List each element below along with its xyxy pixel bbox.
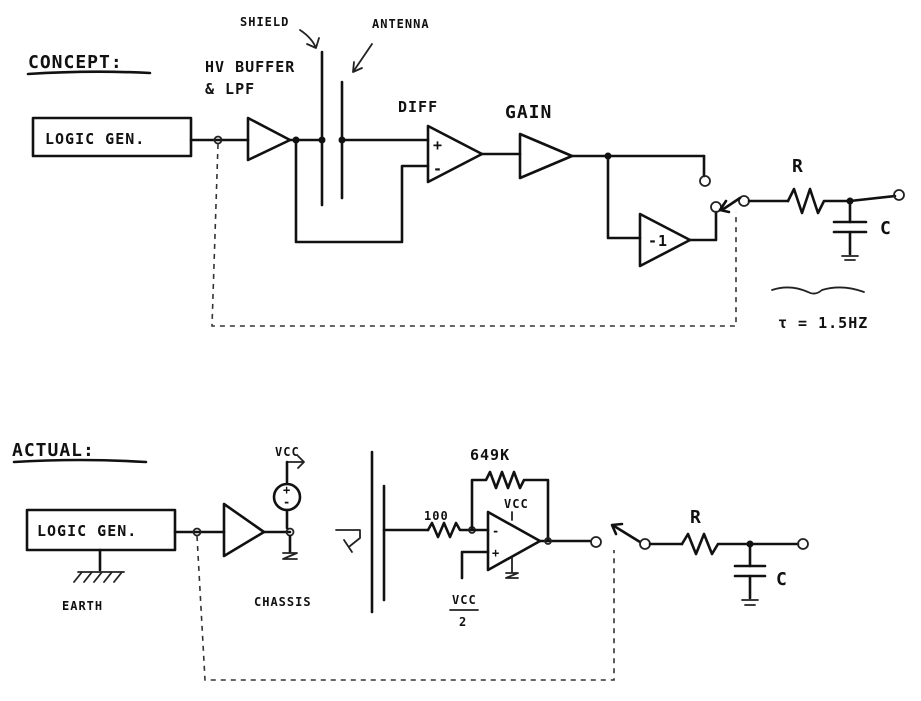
- switch-lever: [610, 522, 642, 544]
- shield-arrow: [299, 29, 320, 49]
- opamp-vcc-label: VCC: [504, 497, 529, 511]
- opamp: [486, 510, 542, 572]
- shield-label: SHIELD: [240, 15, 289, 29]
- source-minus: -: [283, 495, 291, 509]
- concept-c-label: C: [880, 218, 892, 239]
- lpf-label: & LPF: [205, 80, 255, 98]
- opamp-ground-icon: [505, 572, 519, 579]
- gain-amp: [518, 132, 574, 180]
- switch-lever: [718, 196, 742, 214]
- sync-dashed-line: [211, 143, 737, 327]
- inverter-amp: [638, 212, 692, 268]
- opamp-minus: -: [492, 524, 500, 538]
- brace: [771, 286, 865, 295]
- antenna-label: ANTENNA: [372, 17, 430, 31]
- vcc-arrow-icon: [286, 455, 305, 469]
- chassis-ground-icon: [282, 552, 298, 560]
- chassis-connection: [335, 529, 361, 553]
- concept-logic-gen-box: [31, 116, 193, 158]
- actual-r-label: R: [690, 507, 702, 528]
- concept-heading-underline: [26, 70, 152, 76]
- wire: [606, 154, 642, 240]
- node: [213, 135, 223, 145]
- r-input-label: 100: [424, 509, 449, 523]
- earth-ground-icon: [73, 571, 125, 583]
- node: [544, 537, 552, 545]
- r-feedback-label: 649K: [470, 446, 510, 464]
- ground-icon: [741, 599, 759, 606]
- diff-plus: +: [433, 136, 443, 154]
- hv-buffer-label: HV BUFFER: [205, 58, 295, 76]
- chassis-label: CHASSIS: [254, 595, 312, 609]
- vcc-label: VCC: [275, 445, 300, 459]
- node: [338, 136, 346, 144]
- actual-section: ACTUAL: LOGIC GEN. EARTH VCC + - CHASSIS…: [12, 440, 809, 681]
- wire: [688, 210, 718, 242]
- actual-c-label: C: [776, 569, 788, 590]
- opamp-plus: +: [492, 546, 500, 560]
- output-terminal: [893, 189, 905, 201]
- switch-pivot: [639, 538, 651, 550]
- actual-buffer-amp: [222, 502, 266, 558]
- gain-label: GAIN: [505, 102, 552, 123]
- wire: [848, 194, 897, 203]
- actual-heading-underline: [12, 458, 148, 464]
- switch-contact: [699, 175, 711, 187]
- diff-amp: [426, 124, 484, 184]
- concept-logic-gen-label: LOGIC GEN.: [45, 130, 145, 148]
- hv-buffer-amp: [246, 116, 292, 162]
- actual-logic-gen-label: LOGIC GEN.: [37, 522, 137, 540]
- concept-section: CONCEPT: LOGIC GEN. HV BUFFER & LPF SHIE…: [26, 15, 905, 332]
- earth-label: EARTH: [62, 599, 103, 613]
- vcc-half-den: 2: [459, 615, 467, 629]
- antenna-arrow: [352, 43, 373, 73]
- switch-contact: [590, 536, 602, 548]
- concept-r-label: R: [792, 156, 804, 177]
- diff-label: DIFF: [398, 98, 438, 116]
- actual-resistor: [680, 532, 752, 556]
- concept-resistor: [786, 187, 852, 215]
- shield-feedback-wire: [294, 138, 430, 244]
- input-resistor: [426, 521, 474, 539]
- actual-heading: ACTUAL:: [12, 440, 95, 461]
- concept-heading: CONCEPT:: [28, 52, 123, 73]
- output-terminal: [797, 538, 809, 550]
- source-plus: +: [283, 483, 291, 497]
- tau-label: τ = 1.5HZ: [778, 314, 868, 332]
- inverter-label: -1: [648, 232, 668, 250]
- wire: [460, 550, 490, 580]
- feedback-resistor: [470, 470, 550, 543]
- vcc-half-num: VCC: [452, 593, 477, 607]
- diff-minus: -: [433, 160, 443, 178]
- ground-icon: [841, 255, 859, 261]
- sync-dashed-line: [196, 535, 615, 681]
- node: [192, 527, 202, 537]
